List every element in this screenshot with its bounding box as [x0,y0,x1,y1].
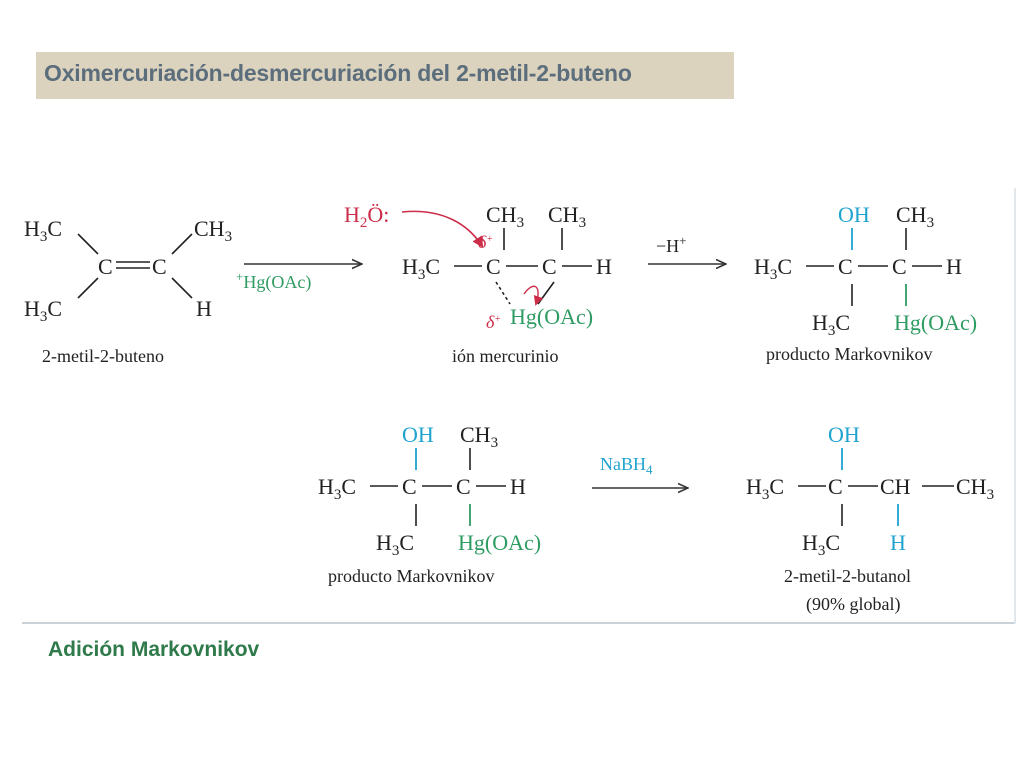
group-ch3-a: CH3 [486,202,524,231]
group-h3c: H3C [754,254,792,283]
group-ch3-top: CH3 [896,202,934,231]
group-oh-2: OH [402,422,434,447]
group-ch3-right: CH3 [194,216,232,245]
group-oh-final: OH [828,422,860,447]
scheme-right-border [1014,188,1016,624]
group-hgoac: Hg(OAc) [894,310,977,335]
carbon-1-2: C [402,474,417,499]
markovnikov-product-2: OH CH3 H3C C C H H3C Hg(OAc) producto Ma… [318,422,541,586]
group-h3c-bottom: H3C [24,296,62,325]
reagent-minus-h: −H+ [656,233,687,256]
yield-caption: (90% global) [806,594,900,615]
group-hgoac-2: Hg(OAc) [458,530,541,555]
delta-plus-hg: δ+ [486,312,501,332]
carbon-1: C [838,254,853,279]
group-h3c-final: H3C [746,474,784,503]
group-h3c-2: H3C [318,474,356,503]
group-h3c-bottom-final: H3C [802,530,840,559]
group-h3c-bottom: H3C [812,310,850,339]
delta-plus-carbon: δ+ [478,232,493,252]
group-hgoac-ion: Hg(OAc) [510,304,593,329]
scheme-bottom-border [22,622,1016,624]
group-h-final: H [890,530,906,555]
reagent-nabh4: NaBH4 [600,454,653,477]
markovnikov-product-1: OH CH3 H3C C C H H3C Hg(OAc) producto Ma… [754,202,977,364]
group-h3c-ion: H3C [402,254,440,283]
carbon-2-2: C [456,474,471,499]
group-h3c-top: H3C [24,216,62,245]
group-ch3-top-2: CH3 [460,422,498,451]
group-ch-final: CH [880,474,911,499]
reaction-scheme: H3C H3C CH3 H C C 2-metil-2-buteno +Hg(O… [24,202,994,615]
title-banner: Oximercuriación-desmercuriación del 2-me… [36,52,734,99]
group-ch3-b: CH3 [548,202,586,231]
group-h-ion: H [596,254,612,279]
group-ch3-final: CH3 [956,474,994,503]
product-caption-1: producto Markovnikov [766,344,932,364]
group-oh: OH [838,202,870,227]
reagent-hg-oac: +Hg(OAc) [236,269,311,293]
reaction-arrow-3: NaBH4 [592,454,688,488]
attack-arrow [401,210,484,248]
carbon-final-1: C [828,474,843,499]
group-h: H [946,254,962,279]
reactant-molecule: H3C H3C CH3 H C C 2-metil-2-buteno [24,216,232,366]
carbon-right: C [152,254,167,279]
group-h-2: H [510,474,526,499]
product-caption-2: producto Markovnikov [328,566,494,586]
bond-arrow [523,285,544,306]
carbon-left: C [98,254,113,279]
final-caption: 2-metil-2-butanol [784,566,911,586]
footer-note: Adición Markovnikov [48,638,260,661]
mercurinium-ion: H2Ö: δ+ CH3 CH3 H3C C C H δ+ Hg(OAc) ión… [344,202,612,366]
final-product: OH H3C C CH CH3 H3C H 2-metil-2-butanol … [746,422,994,615]
page-title: Oximercuriación-desmercuriación del 2-me… [44,60,632,86]
ion-caption: ión mercurinio [452,346,558,366]
carbon-ion-1: C [486,254,501,279]
group-h3c-bottom-2: H3C [376,530,414,559]
carbon-ion-2: C [542,254,557,279]
reaction-arrow-2: −H+ [648,233,726,264]
reactant-caption: 2-metil-2-buteno [42,346,164,366]
group-h-right: H [196,296,212,321]
carbon-2: C [892,254,907,279]
water-nucleophile: H2Ö: [344,202,389,231]
reaction-arrow-1: +Hg(OAc) [236,264,362,293]
